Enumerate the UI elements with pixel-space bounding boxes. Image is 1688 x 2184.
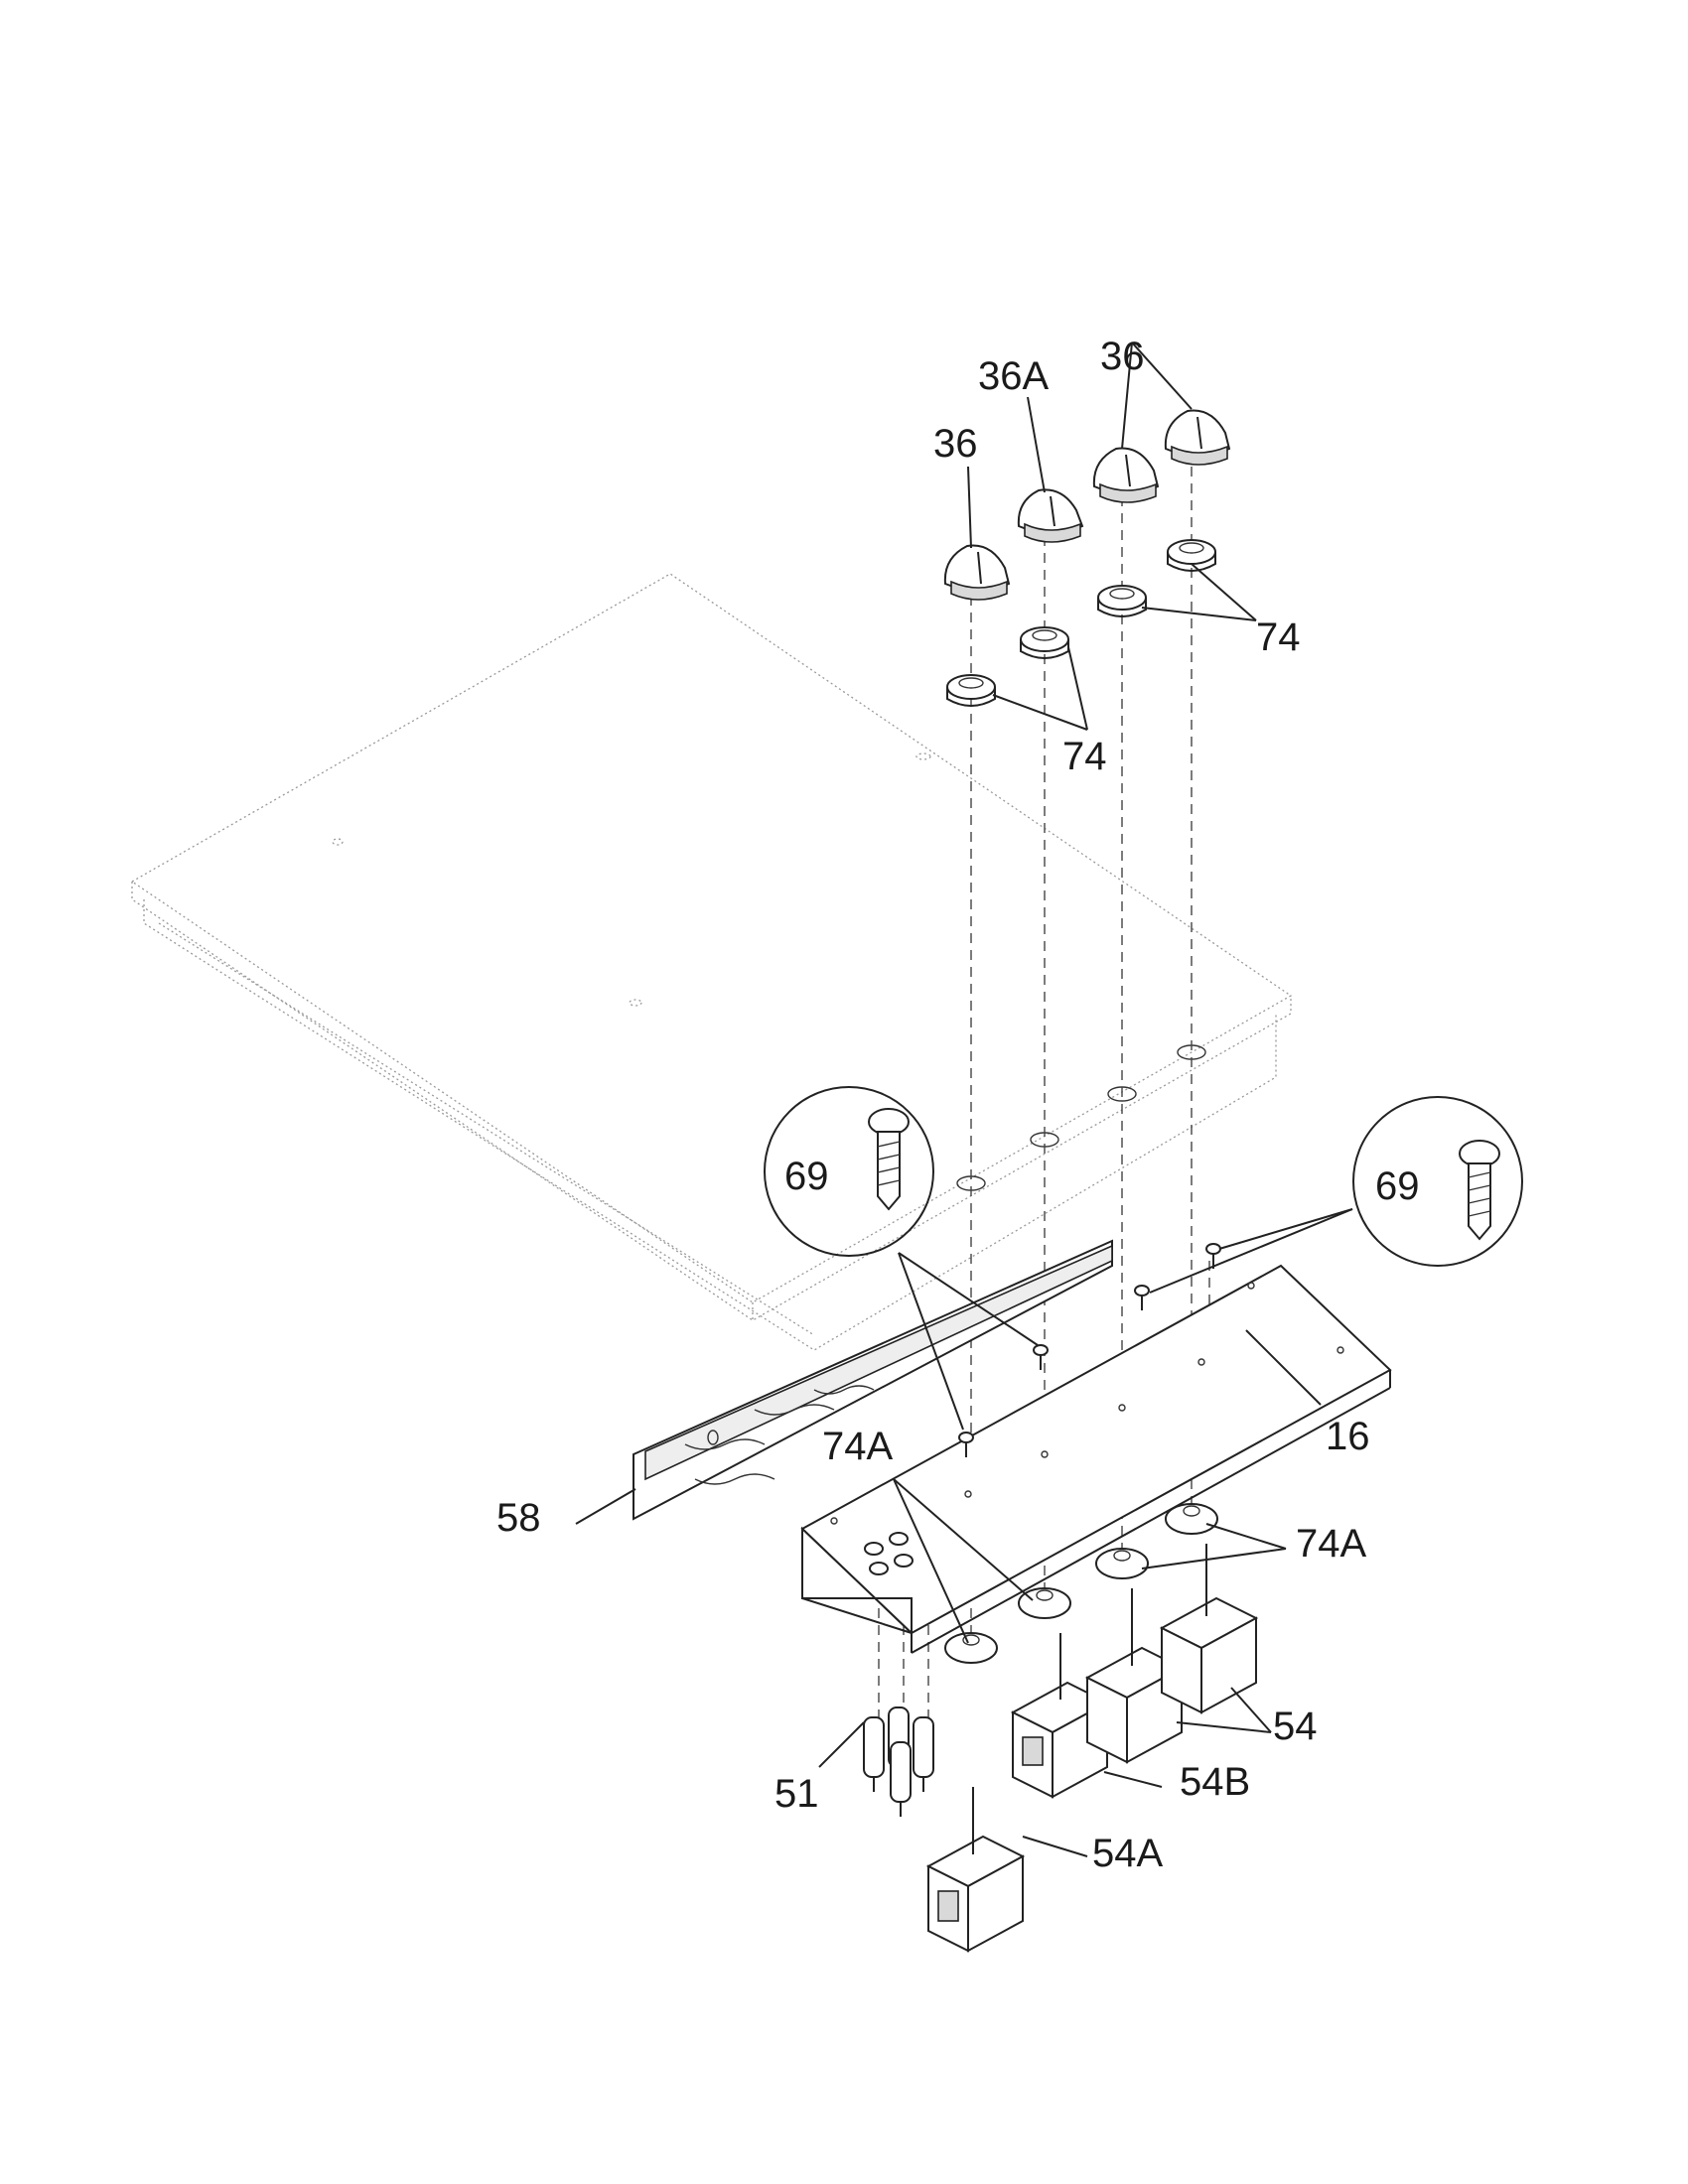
- screw-icon: [1205, 1243, 1221, 1269]
- label-54: 54: [1273, 1705, 1318, 1748]
- label-54B: 54B: [1180, 1760, 1250, 1804]
- part-labels: 36 36A 36 74 74 69 69 16 58 74A 74A 51 5…: [496, 335, 1420, 1875]
- bushing-icon: [1095, 1548, 1149, 1579]
- label-36-right: 36: [1100, 335, 1145, 378]
- label-69-right: 69: [1375, 1164, 1420, 1208]
- label-54A: 54A: [1092, 1832, 1163, 1875]
- bushing-icon: [944, 1632, 998, 1664]
- washer-icon: [946, 674, 996, 707]
- bushing-icon: [1165, 1503, 1218, 1535]
- washer-icon: [1097, 585, 1147, 617]
- switch-54A: [925, 1787, 1026, 1953]
- glass-knob-holes: [956, 1044, 1206, 1191]
- label-74-top: 74: [1256, 615, 1301, 659]
- trim-strip: [633, 1239, 1113, 1521]
- label-51: 51: [774, 1772, 819, 1816]
- screw-callout-left: [764, 1086, 1039, 1431]
- indicator-lights: [863, 1706, 934, 1817]
- label-69-left: 69: [784, 1155, 829, 1198]
- screw-icon: [1033, 1344, 1049, 1370]
- label-74-mid: 74: [1062, 735, 1107, 778]
- screw-icon: [1134, 1285, 1150, 1310]
- control-panel: [800, 1264, 1392, 1654]
- knob-icon: [1017, 488, 1084, 543]
- label-36A: 36A: [978, 354, 1049, 398]
- label-36-left: 36: [933, 422, 978, 466]
- switch-54-b: [1159, 1544, 1259, 1714]
- label-16: 16: [1326, 1415, 1370, 1458]
- label-74A-left: 74A: [822, 1425, 893, 1468]
- knob-icon: [1092, 447, 1160, 503]
- washer-icon: [1020, 626, 1069, 659]
- label-74A-right: 74A: [1296, 1522, 1366, 1566]
- screw-icon: [958, 1432, 974, 1457]
- screw-callout-right: [1149, 1096, 1523, 1294]
- knob-icon: [943, 544, 1011, 601]
- leader-lines: [575, 341, 1322, 1857]
- bushing-icon: [1018, 1587, 1071, 1619]
- label-58: 58: [496, 1496, 541, 1540]
- cooktop-glass: [130, 573, 1293, 1351]
- knob-icon: [1164, 409, 1231, 466]
- washer-icon: [1167, 539, 1216, 572]
